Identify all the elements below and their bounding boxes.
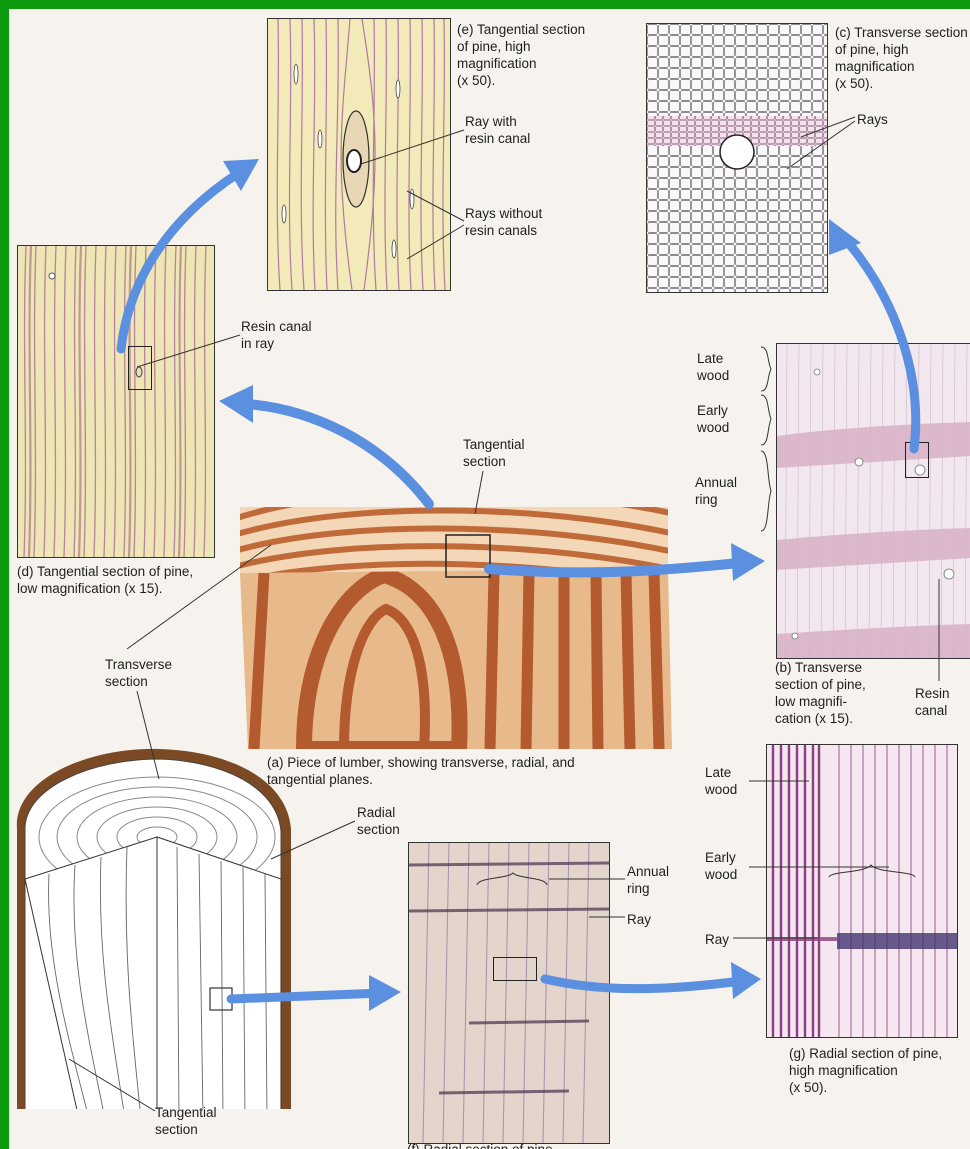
leader-a-transverse-log [137,691,159,779]
leader-e-rays-1 [407,191,464,221]
arrow-f-to-g [545,979,741,989]
brace-b-late [761,347,771,391]
brace-b-early [761,395,771,445]
arrow-a-to-b [489,563,739,572]
arrow-log-to-f [231,993,383,999]
arrow-d-to-e [121,174,237,349]
arrowhead-f-to-g [731,962,761,999]
leader-a-tangential [475,471,483,514]
arrowhead-log-to-f [369,975,401,1011]
leader-d-resin [137,335,240,367]
brace-f-ring [477,873,547,885]
brace-b-ring [761,451,771,531]
arrow-b-to-c [845,239,916,449]
leader-c-rays-2 [787,121,855,169]
leader-e-rays-2 [407,225,464,259]
leader-e-ray-canal [361,130,464,164]
leader-log-radial [271,821,355,859]
arrowhead-a-to-b [731,543,765,581]
leader-log-tangential [69,1059,155,1111]
arrows-overlay [9,9,970,1149]
textbook-page: (e) Tangential section of pine, high mag… [9,9,970,1149]
leader-a-transverse [127,545,271,649]
arrow-a-to-d [247,404,429,504]
arrowhead-a-to-d [219,385,253,423]
